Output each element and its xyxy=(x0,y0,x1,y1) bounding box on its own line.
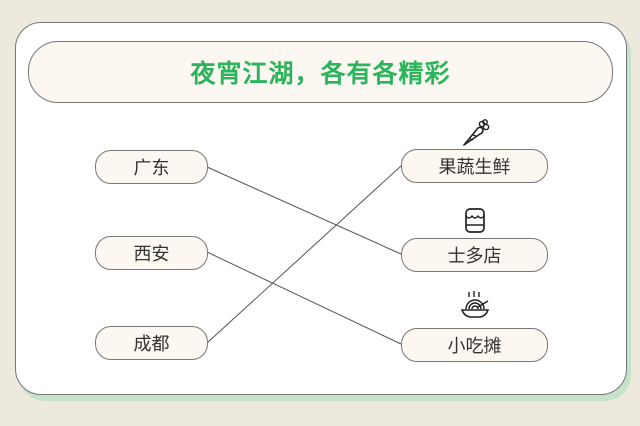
right-item-xiaochitan[interactable]: 小吃摊 xyxy=(401,328,548,362)
line-guangdong-shiduodian xyxy=(206,166,402,255)
left-item-guangdong[interactable]: 广东 xyxy=(95,150,208,184)
line-chengdu-guoshu xyxy=(206,165,402,344)
left-item-xian[interactable]: 西安 xyxy=(95,236,208,270)
right-item-shiduodian[interactable]: 士多店 xyxy=(401,238,548,272)
noodle-bowl-icon xyxy=(460,291,490,318)
line-xian-xiaochitan xyxy=(206,251,402,345)
right-item-guoshu[interactable]: 果蔬生鲜 xyxy=(401,149,548,183)
store-icon xyxy=(465,208,485,233)
left-item-chengdu[interactable]: 成都 xyxy=(95,326,208,360)
carrot-icon xyxy=(463,119,490,146)
title-banner: 夜宵江湖，各有各精彩 xyxy=(28,41,613,103)
